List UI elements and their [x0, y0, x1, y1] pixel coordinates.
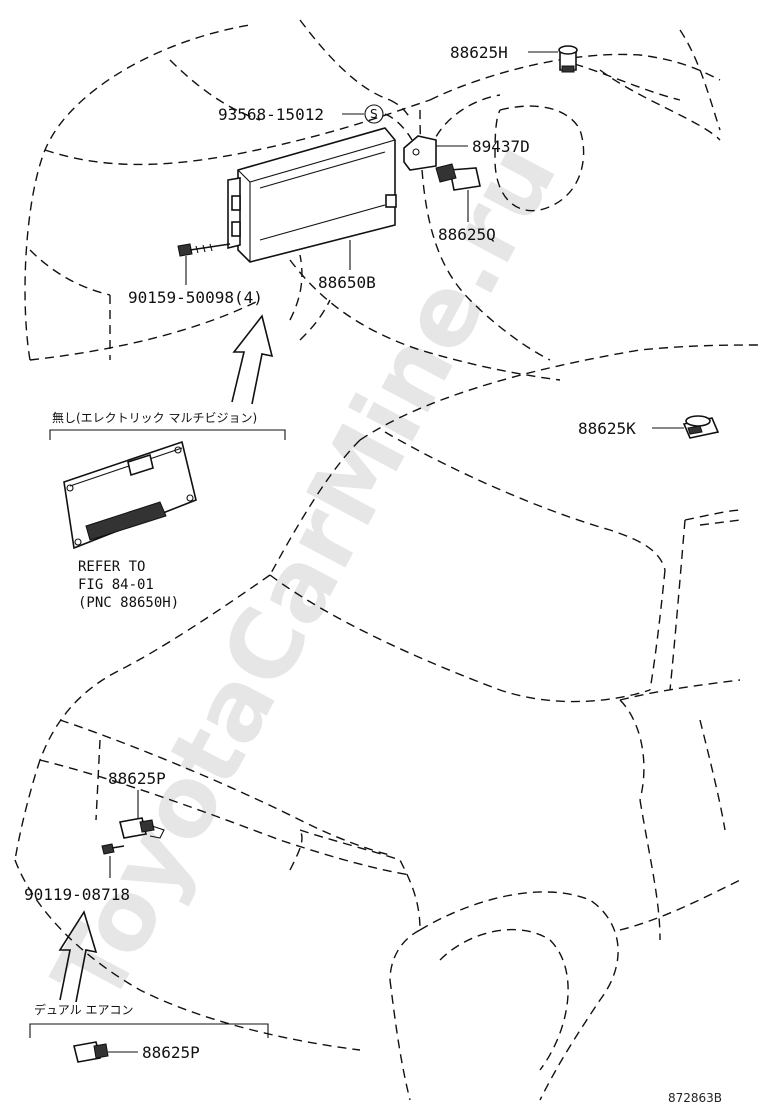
label-93568-15012: 93568-15012: [218, 105, 324, 124]
label-88625H: 88625H: [450, 43, 508, 62]
label-90119-08718: 90119-08718: [24, 885, 130, 904]
label-88650B: 88650B: [318, 273, 376, 292]
label-89437D: 89437D: [472, 137, 530, 156]
bolt-90159[interactable]: [177, 243, 231, 257]
dashboard-outline: [24, 19, 721, 381]
arrow-lower: [58, 910, 98, 1003]
module-88650H[interactable]: [63, 440, 197, 550]
bracket-89437D[interactable]: [403, 135, 437, 171]
sensor-88625P-front[interactable]: [119, 817, 165, 839]
sensor-88625Q[interactable]: [435, 163, 481, 191]
note-dual-aircon: デュアル エアコン: [34, 1002, 133, 1017]
vehicle-outline: [14, 344, 760, 1101]
figure-code: 872863B: [668, 1091, 722, 1105]
label-88625K: 88625K: [578, 419, 636, 438]
refer-line-3: (PNC 88650H): [78, 595, 179, 611]
label-88625Q: 88625Q: [438, 225, 496, 244]
label-88625P-upper: 88625P: [108, 769, 166, 788]
sensor-88625H[interactable]: [558, 45, 578, 73]
refer-line-2: FIG 84-01: [78, 577, 154, 593]
refer-line-1: REFER TO: [78, 559, 145, 575]
sensor-88625P-standalone[interactable]: [73, 1041, 109, 1063]
label-88625P-lower: 88625P: [142, 1043, 200, 1062]
leader-s-dashed: [384, 113, 413, 141]
sensor-88625K[interactable]: [682, 415, 720, 439]
s-symbol: S: [370, 107, 378, 121]
note-without-emv: 無し(エレクトリック マルチビジョン): [52, 410, 257, 425]
module-88650B[interactable]: [227, 127, 397, 263]
s-symbol-circle: [364, 104, 384, 124]
note-bracket-emv: [49, 429, 286, 440]
arrow-upper: [231, 314, 274, 405]
screw-90119[interactable]: [101, 843, 125, 855]
note-bracket-aircon: [29, 1023, 269, 1038]
label-90159-50098: 90159-50098(4): [128, 288, 263, 307]
